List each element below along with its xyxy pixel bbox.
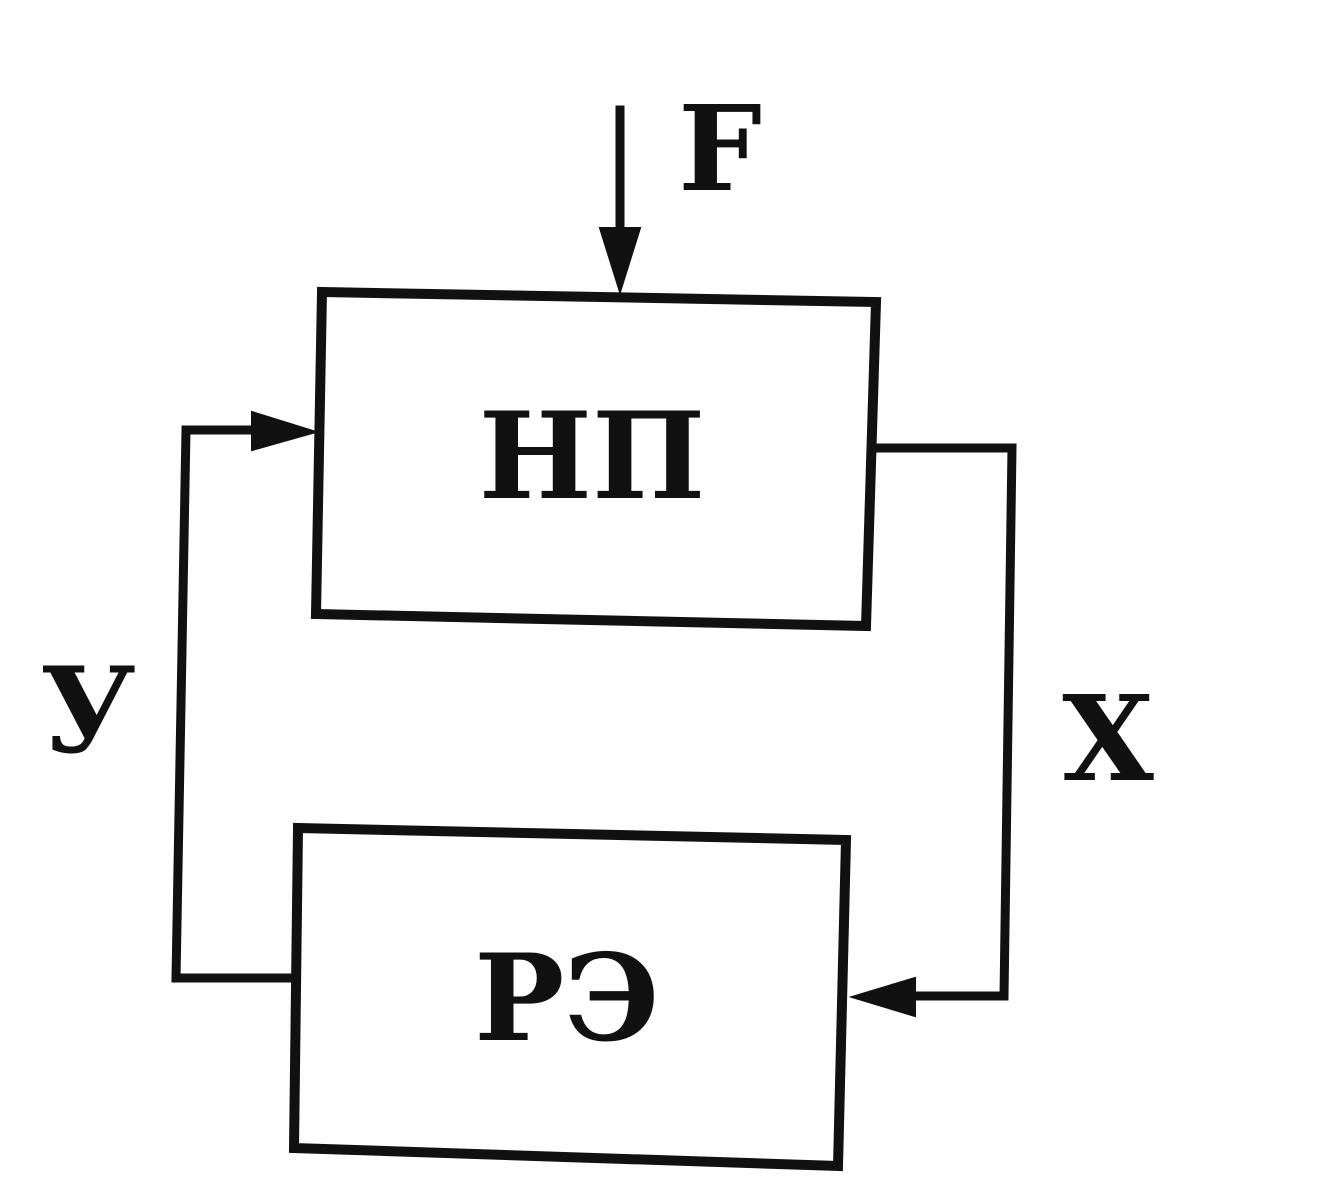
control-label: У <box>40 641 136 780</box>
control-wire <box>171 425 297 983</box>
disturbance-label: F <box>678 79 762 218</box>
block-np-label: НП <box>479 386 706 527</box>
block-re-label: РЭ <box>474 928 660 1069</box>
block-re <box>288 822 852 1172</box>
control-arrowhead <box>251 410 320 452</box>
block-np <box>310 286 882 632</box>
output-label: X <box>1062 669 1154 808</box>
output-arrowhead <box>848 976 916 1018</box>
output-wire <box>871 443 1017 1001</box>
disturbance-arrowhead <box>598 227 642 296</box>
